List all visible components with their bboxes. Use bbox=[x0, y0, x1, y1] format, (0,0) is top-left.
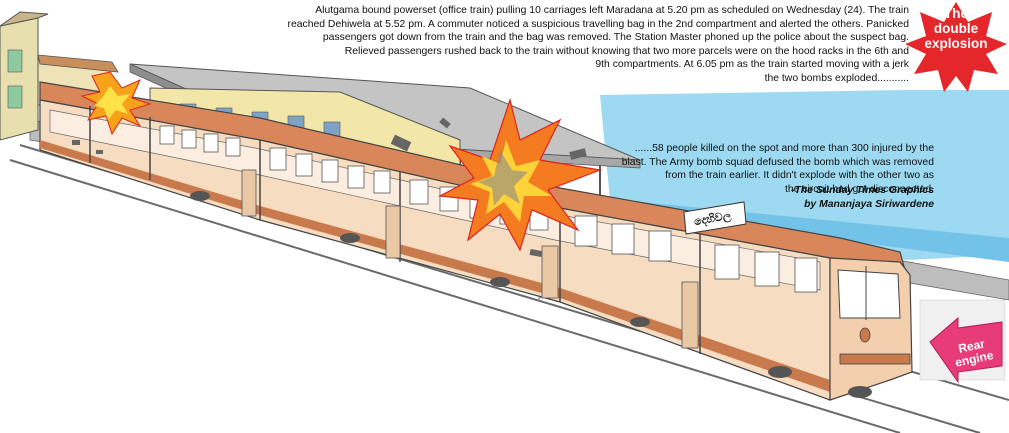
aftermath-line: from the train earlier. It didn't explod… bbox=[665, 170, 934, 182]
explosion-middle bbox=[437, 97, 603, 252]
aftermath-line: blast. The Army bomb squad defused the b… bbox=[621, 156, 934, 168]
story-line: reached Dehiwela at 5.52 pm. A commuter … bbox=[287, 18, 910, 30]
rear-engine-arrow-icon bbox=[919, 299, 1006, 384]
credit-line: -The Sunday Times Graphics bbox=[790, 185, 934, 196]
station-sign bbox=[683, 201, 747, 235]
credit-line: by Mananjaya Siriwardene bbox=[804, 199, 934, 210]
aftermath-line: ......58 people killed on the spot and m… bbox=[634, 143, 934, 154]
story-paragraph: Alutgama bound powerset (office train) p… bbox=[288, 4, 910, 86]
debris bbox=[72, 117, 587, 257]
burst-label-line: double bbox=[933, 21, 979, 36]
double-explosion-label: The double explosion bbox=[910, 6, 1002, 51]
story-line: passengers got down from the train and t… bbox=[322, 32, 909, 44]
graphic-credit: -The Sunday Times Graphics by Mananjaya … bbox=[791, 184, 934, 212]
burst-label-line: The bbox=[943, 6, 968, 21]
aftermath-paragraph: ......58 people killed on the spot and m… bbox=[622, 142, 934, 196]
story-line: 9th compartments. At 6.05 pm as the trai… bbox=[595, 59, 909, 71]
burst-label-line: explosion bbox=[924, 36, 988, 51]
story-line: Relieved passengers rushed back to the t… bbox=[344, 45, 909, 57]
explosion-front bbox=[80, 71, 152, 136]
aftermath-line: the circuit had got disconnected. bbox=[784, 183, 934, 195]
double-explosion-burst bbox=[905, 2, 1007, 92]
story-line: the two bombs exploded........... bbox=[764, 72, 909, 84]
story-line: Alutgama bound powerset (office train) p… bbox=[315, 5, 909, 16]
